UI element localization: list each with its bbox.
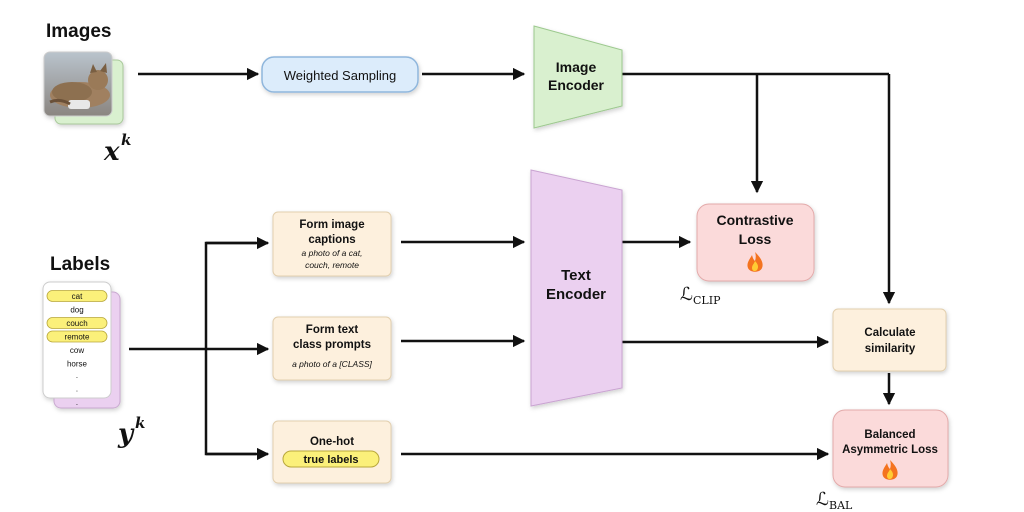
- weighted-sampling-label: Weighted Sampling: [284, 68, 397, 83]
- contrastive-loss-symbol: ℒ: [680, 284, 693, 305]
- weighted-sampling-box: [261, 56, 419, 93]
- label-item: couch: [66, 319, 87, 328]
- prompts-example: a photo of a [CLASS]: [292, 359, 372, 369]
- contrastive-loss-line2: Loss: [739, 231, 772, 247]
- contrastive-loss-line1: Contrastive: [716, 212, 793, 228]
- prompts-line1: Form text: [306, 324, 359, 336]
- label-item: cat: [72, 292, 83, 301]
- images-symbol: x: [103, 137, 120, 167]
- label-item: remote: [65, 333, 90, 342]
- cat-photo: [49, 63, 110, 109]
- fire-icon: [882, 460, 898, 480]
- labels-symbol: y: [117, 419, 135, 449]
- label-highlight: [46, 290, 108, 302]
- prompts-box: [272, 316, 392, 381]
- similarity-line2: similarity: [865, 343, 916, 355]
- captions-example-line2: couch, remote: [305, 260, 359, 270]
- image-encoder-shape: [533, 25, 623, 129]
- text-encoder-line2: Encoder: [546, 286, 606, 303]
- balanced-loss-symbol: ℒ: [816, 489, 829, 510]
- balanced-loss-line2: Asymmetric Loss: [842, 444, 938, 456]
- balanced-loss-subscript: BAL: [829, 499, 853, 512]
- label-highlight: [46, 330, 108, 343]
- fire-icon: [747, 252, 763, 272]
- captions-line2: captions: [308, 234, 355, 246]
- true-labels-text: true labels: [303, 454, 358, 466]
- text-encoder-shape: [530, 169, 623, 407]
- label-highlight: [46, 317, 108, 329]
- balanced-loss-line1: Balanced: [864, 429, 915, 441]
- captions-example-line1: a photo of a cat,: [302, 248, 363, 258]
- text-encoder-line1: Text: [561, 267, 591, 284]
- labels-superscript: k: [135, 414, 145, 432]
- contrastive-loss-box: [696, 203, 815, 282]
- captions-box: [272, 211, 392, 277]
- labels-title: Labels: [50, 254, 110, 275]
- balanced-loss-box: [832, 409, 949, 488]
- prompts-line2: class prompts: [293, 339, 371, 351]
- connectors: [129, 67, 896, 461]
- images-title: Images: [46, 21, 111, 42]
- captions-line1: Form image: [299, 219, 364, 231]
- label-items: cat dog couch remote cow horse · · ·: [46, 290, 108, 409]
- label-item: horse: [67, 360, 88, 369]
- true-labels-pill: [282, 450, 380, 468]
- label-item: cow: [70, 346, 84, 355]
- image-encoder-line2: Encoder: [548, 77, 605, 93]
- similarity-box: [832, 308, 947, 372]
- image-encoder-line1: Image: [556, 59, 597, 75]
- label-item: ·: [76, 387, 79, 396]
- label-item: dog: [70, 306, 83, 315]
- images-superscript: k: [121, 131, 131, 149]
- label-item: ·: [76, 373, 79, 382]
- onehot-line1: One-hot: [310, 436, 354, 448]
- similarity-line1: Calculate: [864, 327, 915, 339]
- label-item: ·: [76, 400, 79, 409]
- contrastive-loss-subscript: CLIP: [693, 294, 721, 307]
